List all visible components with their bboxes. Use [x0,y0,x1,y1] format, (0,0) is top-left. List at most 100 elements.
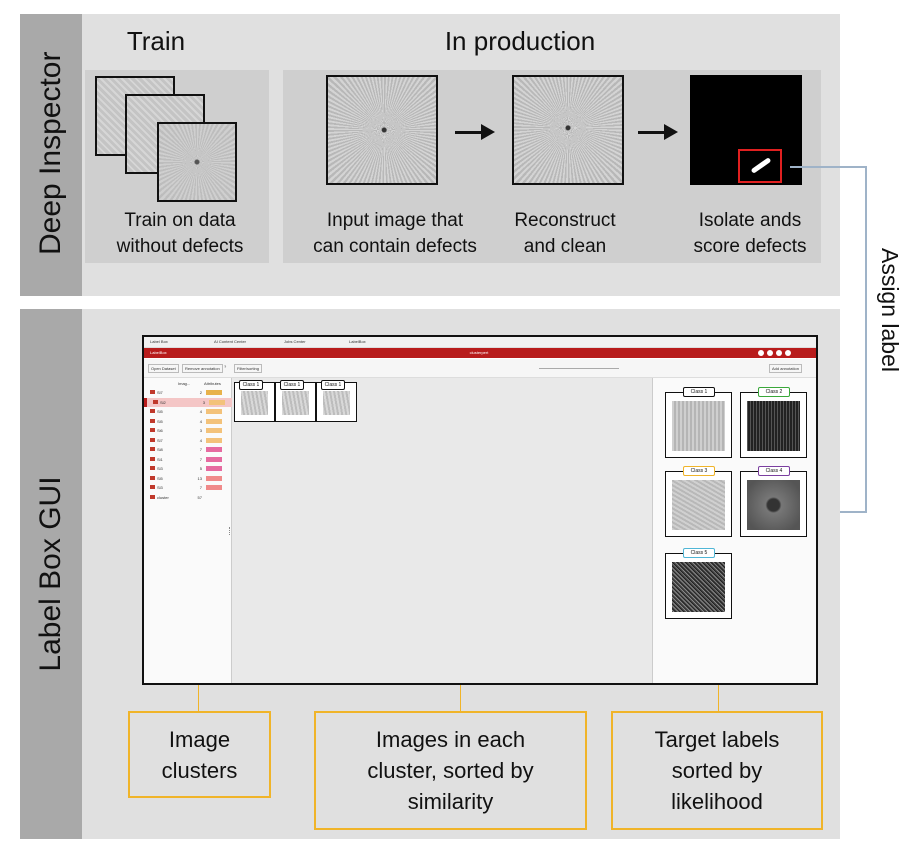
window-control-3-icon[interactable] [776,350,782,356]
cluster-count: 7 [199,485,202,490]
production-heading: In production [444,26,596,56]
cluster-attribute-bar [206,475,222,481]
cluster-name: Si7 [157,437,163,443]
note-2-line-2: cluster, sorted by [367,758,534,783]
open-dataset-button[interactable]: Open Dataset [148,364,179,373]
label-box-gui: Label Box AI Content Center Jobs Center … [142,335,818,685]
cluster-attribute-bar [206,428,222,433]
isolate-caption-line-2: score defects [693,236,807,257]
target-label-card[interactable]: Class 4 [740,466,807,537]
cluster-count: 13 [197,475,202,481]
add-annotation-button[interactable]: Add annotation [769,364,802,373]
train-caption: Train on data without defects [95,208,265,260]
cluster-name: Si3 [157,485,163,490]
cluster-attribute-bar [206,447,222,452]
defect-highlight-box [738,149,782,183]
reconstruct-caption: Reconstruct and clean [495,208,635,260]
cluster-attribute-bar [206,456,222,462]
note-3-connector [718,685,719,711]
folder-icon [150,437,155,442]
cluster-name: Si2 [160,399,166,405]
target-panel: Class 1 Class 2 Class 3 Class 4 Class 5 [652,378,816,683]
folder-icon [150,428,155,432]
cluster-count: 7 [199,447,202,452]
note-image-clusters: Image clusters [128,711,271,798]
zoom-slider[interactable] [539,368,619,369]
cluster-row[interactable]: Si5 4 [144,407,231,416]
note-3-line-3: likelihood [671,789,763,814]
cluster-image [282,391,309,415]
target-label-card[interactable]: Class 5 [665,548,732,619]
target-image [747,401,800,451]
cluster-row[interactable]: Si8 7 [144,445,231,454]
cluster-count: 2 [199,390,202,395]
cluster-image-thumb[interactable]: Class 1 [234,380,275,422]
input-image [326,75,438,185]
reconstruct-caption-line-1: Reconstruct [514,210,616,231]
window-control-1-icon[interactable] [758,350,764,356]
browser-tab-3[interactable]: Jobs Center [284,339,306,344]
folder-icon [150,418,155,423]
train-caption-line-2: without defects [116,236,244,257]
note-2-connector [460,685,461,711]
image-class-tag: Class 1 [239,380,263,390]
note-images-in-cluster: Images in each cluster, sorted by simila… [314,711,587,830]
left-splitter[interactable] [229,527,232,535]
folder-icon [150,485,155,489]
cluster-row[interactable]: Si7 2 [144,388,231,397]
browser-tab-1[interactable]: Label Box [150,339,168,344]
target-class-tag: Class 5 [683,548,715,558]
window-control-2-icon[interactable] [767,350,773,356]
cluster-image-thumb[interactable]: Class 1 [316,380,357,422]
cluster-name: Si1 [157,456,163,462]
cluster-count: 4 [199,409,202,414]
cluster-name: Si7 [157,390,163,395]
help-button[interactable]: ? [224,364,227,369]
cluster-count: 3 [199,428,202,433]
window-control-4-icon[interactable] [785,350,791,356]
target-image [672,401,725,451]
target-label-card[interactable]: Class 3 [665,466,732,537]
app-title-bar: LabelBox clusterpert [144,348,816,358]
label-box-sidebar [20,309,82,839]
cluster-col-attributes: Attributes [204,381,221,386]
train-caption-line-1: Train on data [124,210,236,231]
window-title: clusterpert [469,350,489,355]
image-class-tag: Class 1 [280,380,304,390]
app-name: LabelBox [150,350,167,355]
browser-tab-4[interactable]: LabelBox [349,339,366,344]
folder-icon [153,399,158,404]
cluster-count: 4 [199,418,202,424]
cluster-name: Si5 [157,409,163,414]
target-label-card[interactable]: Class 1 [665,387,732,458]
target-class-tag: Class 3 [683,466,715,476]
image-class-tag: Class 1 [321,380,345,390]
target-image [672,562,725,612]
cluster-image-thumb[interactable]: Class 1 [275,380,316,422]
note-1-connector [198,685,199,711]
note-1-line-1: Image [168,726,231,752]
filter-button[interactable]: Filter/sorting [234,364,263,373]
target-label-card[interactable]: Class 2 [740,387,807,458]
browser-tab-2[interactable]: AI Content Center [214,339,247,344]
note-2-line-3: similarity [407,789,494,814]
target-class-tag: Class 1 [683,387,715,397]
remove-annotation-button[interactable]: Remove annotation [182,364,223,373]
isolate-caption-line-1: Isolate ands [698,210,802,231]
cluster-row[interactable]: Si3 7 [144,483,231,492]
cluster-attribute-bar [206,437,222,443]
cluster-name: Si8 [157,447,163,452]
cluster-attribute-bar [206,409,222,414]
cluster-attribute-bar [209,399,225,405]
window-controls[interactable] [758,350,808,356]
